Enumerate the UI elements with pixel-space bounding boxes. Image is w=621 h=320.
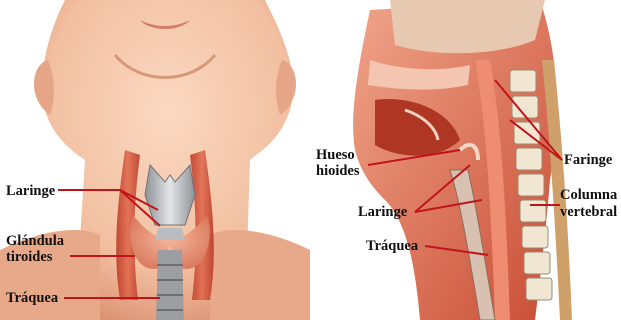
frontal-neck-illustration — [0, 0, 310, 320]
label-traquea-right: Tráquea — [366, 239, 418, 254]
label-vertebral: vertebral — [560, 205, 617, 220]
sagittal-section-diagram: Hueso hioides Faringe Columna vertebral … — [310, 0, 621, 320]
label-columna: Columna — [560, 188, 617, 203]
frontal-neck-diagram: Laringe Glándula tiroides Tráquea — [0, 0, 310, 320]
label-glandula: Glándula — [6, 234, 64, 249]
label-hueso: Hueso — [316, 148, 355, 163]
cricoid-cartilage — [155, 228, 185, 240]
label-laringe: Laringe — [6, 184, 55, 199]
label-faringe: Faringe — [564, 153, 612, 168]
right-shoulder — [210, 230, 310, 320]
label-traquea-left: Tráquea — [6, 291, 58, 306]
label-tiroides: tiroides — [6, 250, 52, 265]
label-hioides: hioides — [316, 164, 360, 179]
label-laringe-right: Laringe — [358, 205, 407, 220]
